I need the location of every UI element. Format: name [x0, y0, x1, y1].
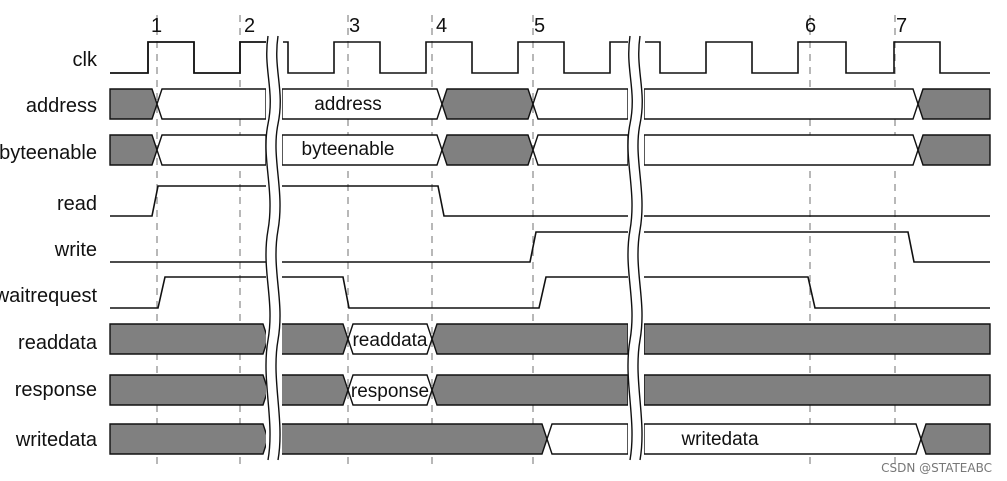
- break-marks-right: [627, 34, 644, 462]
- clk-waveform-path: [110, 41, 990, 74]
- readdata-bus: [109, 323, 991, 355]
- read-waveform: [110, 185, 990, 217]
- byteenable-bus: [109, 134, 991, 166]
- break-gap-right: [628, 34, 644, 462]
- clk-waveform: [110, 41, 268, 74]
- edge-label-7: 7: [896, 15, 907, 37]
- signal-label-writedata: writedata: [15, 429, 98, 451]
- signal-label-clk: clk: [73, 49, 98, 71]
- edge-label-1: 1: [151, 15, 162, 37]
- edge-label-4: 4: [436, 15, 447, 37]
- signal-label-waitrequest: waitrequest: [0, 285, 97, 307]
- break-line-left-a: [265, 35, 271, 461]
- address-value: address: [314, 94, 382, 115]
- edge-label-2: 2: [244, 15, 255, 37]
- write-waveform: [110, 231, 990, 263]
- break-line-right-a: [627, 35, 633, 461]
- edge-label-3: 3: [349, 15, 360, 37]
- edge-label-6: 6: [805, 15, 816, 37]
- signal-label-write: write: [54, 239, 97, 261]
- signal-label-byteenable: byteenable: [0, 142, 97, 164]
- edge-label-5: 5: [534, 15, 545, 37]
- response-value: response: [351, 381, 429, 402]
- break-marks-left: [265, 34, 282, 462]
- response-bus: [109, 374, 991, 406]
- byteenable-value: byteenable: [302, 139, 395, 160]
- break-line-left-b: [275, 35, 281, 461]
- waitrequest-waveform: [110, 276, 990, 309]
- signal-label-readdata: readdata: [18, 332, 98, 354]
- signal-label-read: read: [57, 193, 97, 215]
- watermark-text: CSDN @STATEABC: [881, 461, 992, 475]
- signal-label-response: response: [15, 379, 97, 401]
- signal-label-address: address: [26, 95, 97, 117]
- readdata-value: readdata: [352, 330, 427, 351]
- break-line-right-b: [637, 35, 643, 461]
- writedata-value: writedata: [680, 429, 759, 450]
- writedata-bus: [109, 423, 991, 455]
- address-bus: [109, 88, 991, 120]
- break-gap-left: [266, 34, 282, 462]
